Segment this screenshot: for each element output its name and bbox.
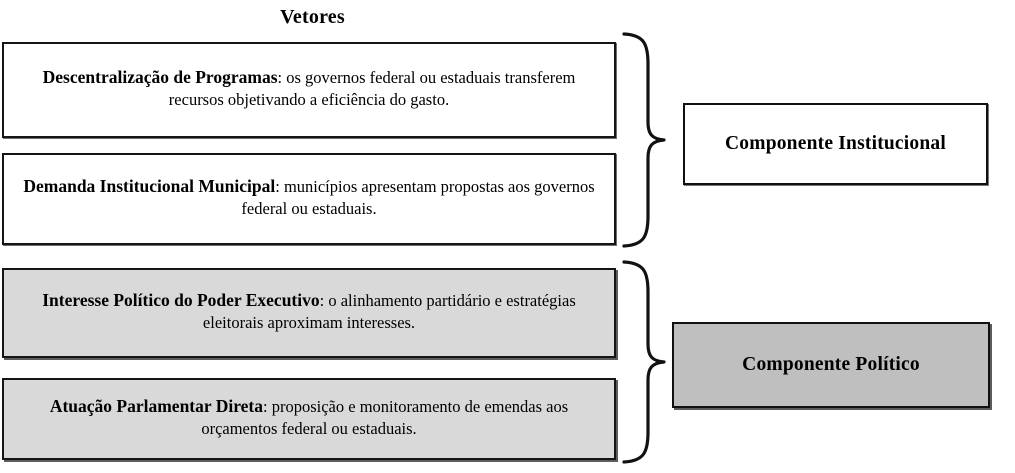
vector-separator: : [319,290,329,310]
component-box-componente-institucional: Componente Institucional [683,103,988,185]
component-box-componente-politico: Componente Político [672,322,990,408]
curly-brace-institucional-icon [618,30,672,250]
page-title: Vetores [280,6,345,28]
curly-brace-politico-icon [618,258,672,466]
component-label: Componente Político [742,354,920,375]
vector-box-interesse-politico-do-poder-executivo: Interesse Político do Poder Executivo: o… [2,268,616,358]
vector-text: Demanda Institucional Municipal: municíp… [18,175,600,220]
vector-lead: Demanda Institucional Municipal [23,175,276,196]
vector-box-atuacao-parlamentar-direta: Atuação Parlamentar Direta: proposição e… [2,378,616,460]
vector-separator: : [263,396,272,416]
vector-lead: Atuação Parlamentar Direta [49,395,263,416]
vector-separator: : [275,176,284,196]
vector-body: o alinhamento partidário e estratégias e… [202,290,576,332]
vector-box-demanda-institucional-municipal: Demanda Institucional Municipal: municíp… [2,153,616,245]
vector-text: Interesse Político do Poder Executivo: o… [18,289,600,334]
vector-lead: Interesse Político do Poder Executivo [42,289,320,310]
vector-text: Atuação Parlamentar Direta: proposição e… [18,395,600,440]
vector-body: os governos federal ou estaduais transfe… [168,67,576,109]
vector-separator: : [277,67,287,87]
vector-box-descentralizacao-de-programas: Descentralização de Programas: os govern… [2,42,616,138]
vector-lead: Descentralização de Programas [42,66,278,87]
component-label: Componente Institucional [725,133,946,154]
vector-body: municípios apresentam propostas aos gove… [241,176,595,218]
vector-body: proposição e monitoramento de emendas ao… [201,396,569,438]
vector-text: Descentralização de Programas: os govern… [18,66,600,111]
